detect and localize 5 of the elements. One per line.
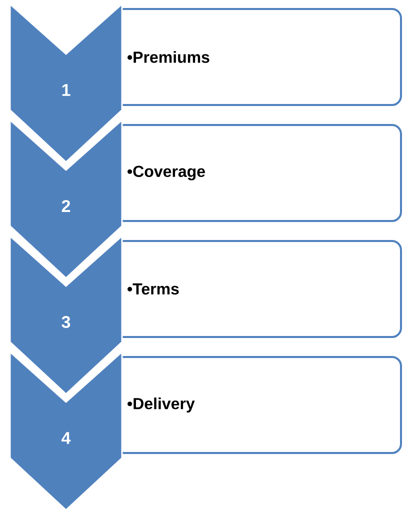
text-box: •Premiums xyxy=(114,8,402,106)
node-label: 4 xyxy=(62,432,71,444)
text-box: •Terms xyxy=(114,240,402,338)
text-box: •Delivery xyxy=(114,356,402,454)
text-box: •Coverage xyxy=(114,124,402,222)
